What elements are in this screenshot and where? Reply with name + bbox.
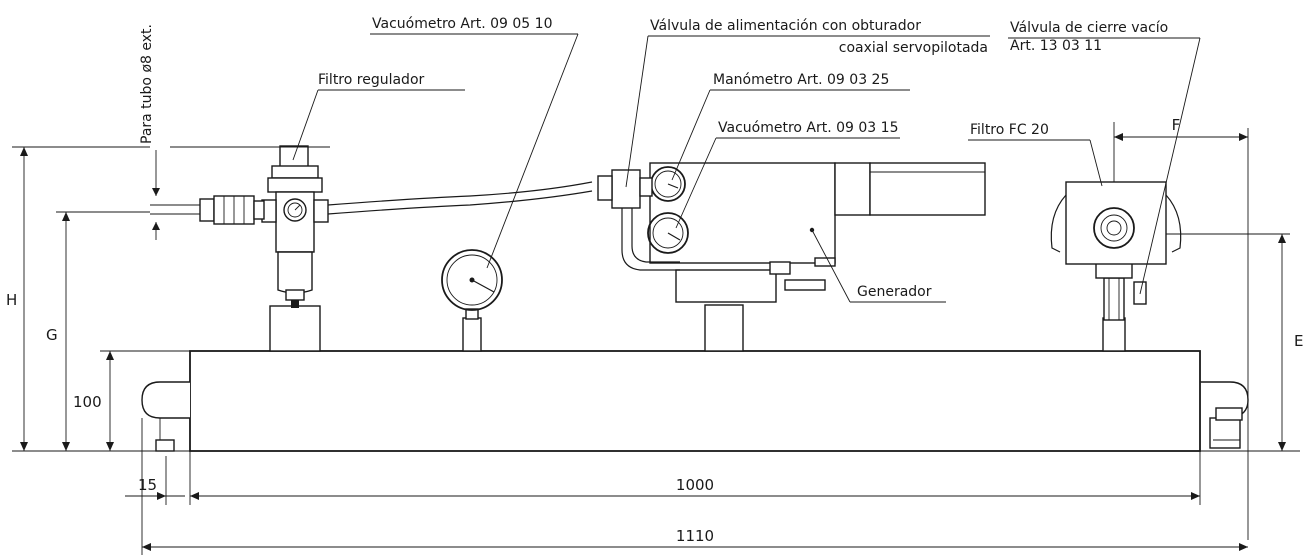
supply-valve-label-line1: Válvula de alimentación con obturador <box>650 18 921 34</box>
air-tube-upper <box>327 181 593 206</box>
dim-100: 100 <box>73 393 102 411</box>
generator-label: Generador <box>857 284 932 300</box>
vacuometer-2-label: Vacuómetro Art. 09 03 15 <box>718 120 898 136</box>
filter-fc-label: Filtro FC 20 <box>970 122 1049 138</box>
generator-assembly <box>597 162 986 352</box>
vacuometer-1-label: Vacuómetro Art. 09 05 10 <box>372 16 552 32</box>
dim-F: F <box>1172 116 1181 134</box>
shutoff-valve-assembly <box>1050 181 1182 352</box>
tube-label: Para tubo ø8 ext. <box>139 24 155 144</box>
dim-1000: 1000 <box>676 476 714 494</box>
vacuometer-gauge-1 <box>441 249 503 352</box>
leader-lines <box>152 33 1201 303</box>
manometer-label: Manómetro Art. 09 03 25 <box>713 72 889 88</box>
shutoff-valve-label-line1: Válvula de cierre vacío <box>1010 20 1168 36</box>
shutoff-valve-label-line2: Art. 13 03 11 <box>1010 38 1102 54</box>
dimension-lines <box>12 122 1300 555</box>
air-tube-lower <box>327 190 593 215</box>
dim-15: 15 <box>138 476 157 494</box>
manifold-body <box>141 350 1249 452</box>
filter-regulator <box>261 145 329 352</box>
dim-H: H <box>6 291 17 309</box>
dim-1110: 1110 <box>676 527 714 545</box>
supply-valve-label-line2: coaxial servopilotada <box>839 40 988 56</box>
dim-G: G <box>46 326 58 344</box>
dim-E: E <box>1294 332 1303 350</box>
filter-regulator-label: Filtro regulador <box>318 72 425 88</box>
inlet-fitting <box>150 195 265 225</box>
